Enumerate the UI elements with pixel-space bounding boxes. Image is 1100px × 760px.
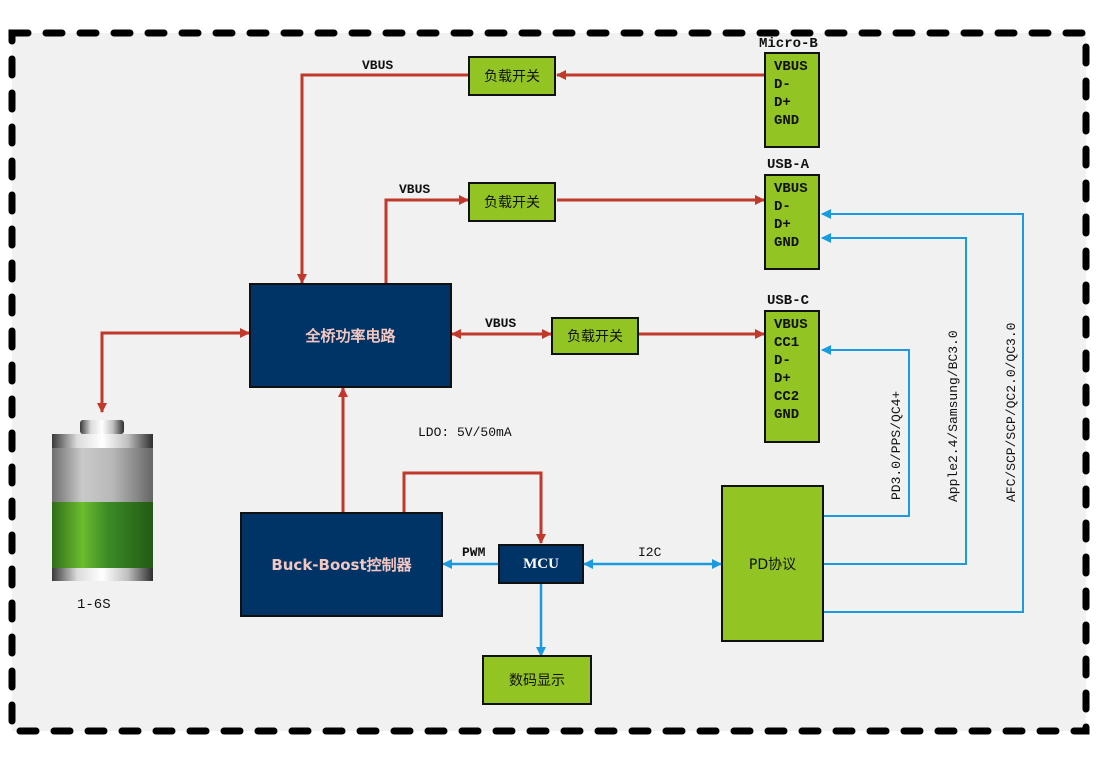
line-pd-to-usbc-cc1 [821,345,910,517]
line-switch1-to-bridge [297,73,468,284]
battery-charge-fill [52,502,153,568]
port-pin: VBUS [774,181,808,197]
mcu-block[interactable]: MCU [498,544,584,584]
pwm-label: PWM [462,545,486,560]
digital-display-block[interactable]: 数码显示 [482,655,592,705]
usb-c-port[interactable]: VBUS CC1 D- D+ CC2 GND [764,310,820,443]
load-switch-1[interactable]: 负载开关 [468,56,556,96]
line-pd-to-usba-dminus [821,209,1024,613]
load-switch-3-label: 负载开关 [567,329,623,345]
port-pin: D- [774,77,791,93]
port-pin: VBUS [774,317,808,333]
mcu-label: MCU [523,555,559,572]
vbus-label-1: VBUS [362,58,394,73]
battery-label: 1-6S [77,597,111,613]
micro-b-title: Micro-B [759,36,818,52]
load-switch-2-label: 负载开关 [484,195,540,211]
pd-protocol-label: PD协议 [748,556,797,573]
port-pin: D- [774,199,791,215]
line-ldo-to-mcu [402,471,546,544]
i2c-label: I2C [638,545,662,560]
protocol-c-label: PD3.0/PPS/QC4+ [889,390,904,500]
port-pin: GND [774,113,800,129]
load-switch-3[interactable]: 负载开关 [551,317,639,355]
port-pin: CC1 [774,335,800,351]
dashed-frame [8,29,1090,735]
buck-boost-block[interactable]: Buck-Boost控制器 [240,512,443,617]
battery-icon [52,420,153,581]
port-pin: GND [774,407,800,423]
port-pin: D+ [774,95,791,111]
vbus-label-2: VBUS [399,182,431,197]
protocol-a-dminus-label: AFC/SCP/SCP/QC2.0/QC3.0 [1004,322,1019,502]
line-bridge-to-switch2 [384,195,469,284]
full-bridge-label: 全桥功率电路 [305,327,396,345]
load-switch-1-label: 负载开关 [484,69,540,85]
protocol-a-dplus-label: Apple2.4/Samsung/BC3.0 [946,330,961,502]
line-battery-bridge [97,328,250,413]
ldo-label: LDO: 5V/50mA [418,425,512,440]
line-pd-to-usba-dplus [821,233,967,565]
port-pin: D- [774,353,791,369]
vbus-label-3: VBUS [485,316,517,331]
port-pin: D+ [774,217,791,233]
usb-a-title: USB-A [767,157,810,173]
usb-a-port[interactable]: VBUS D- D+ GND [764,174,820,270]
buck-boost-label: Buck-Boost控制器 [271,556,412,574]
port-pin: CC2 [774,389,800,405]
load-switch-2[interactable]: 负载开关 [468,182,556,222]
pd-protocol-block[interactable]: PD协议 [721,485,824,642]
port-pin: VBUS [774,59,808,75]
full-bridge-block[interactable]: 全桥功率电路 [249,283,452,388]
micro-b-port[interactable]: VBUS D- D+ GND [764,52,820,148]
port-pin: GND [774,235,800,251]
digital-display-label: 数码显示 [509,673,565,689]
port-pin: D+ [774,371,791,387]
usb-c-title: USB-C [767,293,810,309]
